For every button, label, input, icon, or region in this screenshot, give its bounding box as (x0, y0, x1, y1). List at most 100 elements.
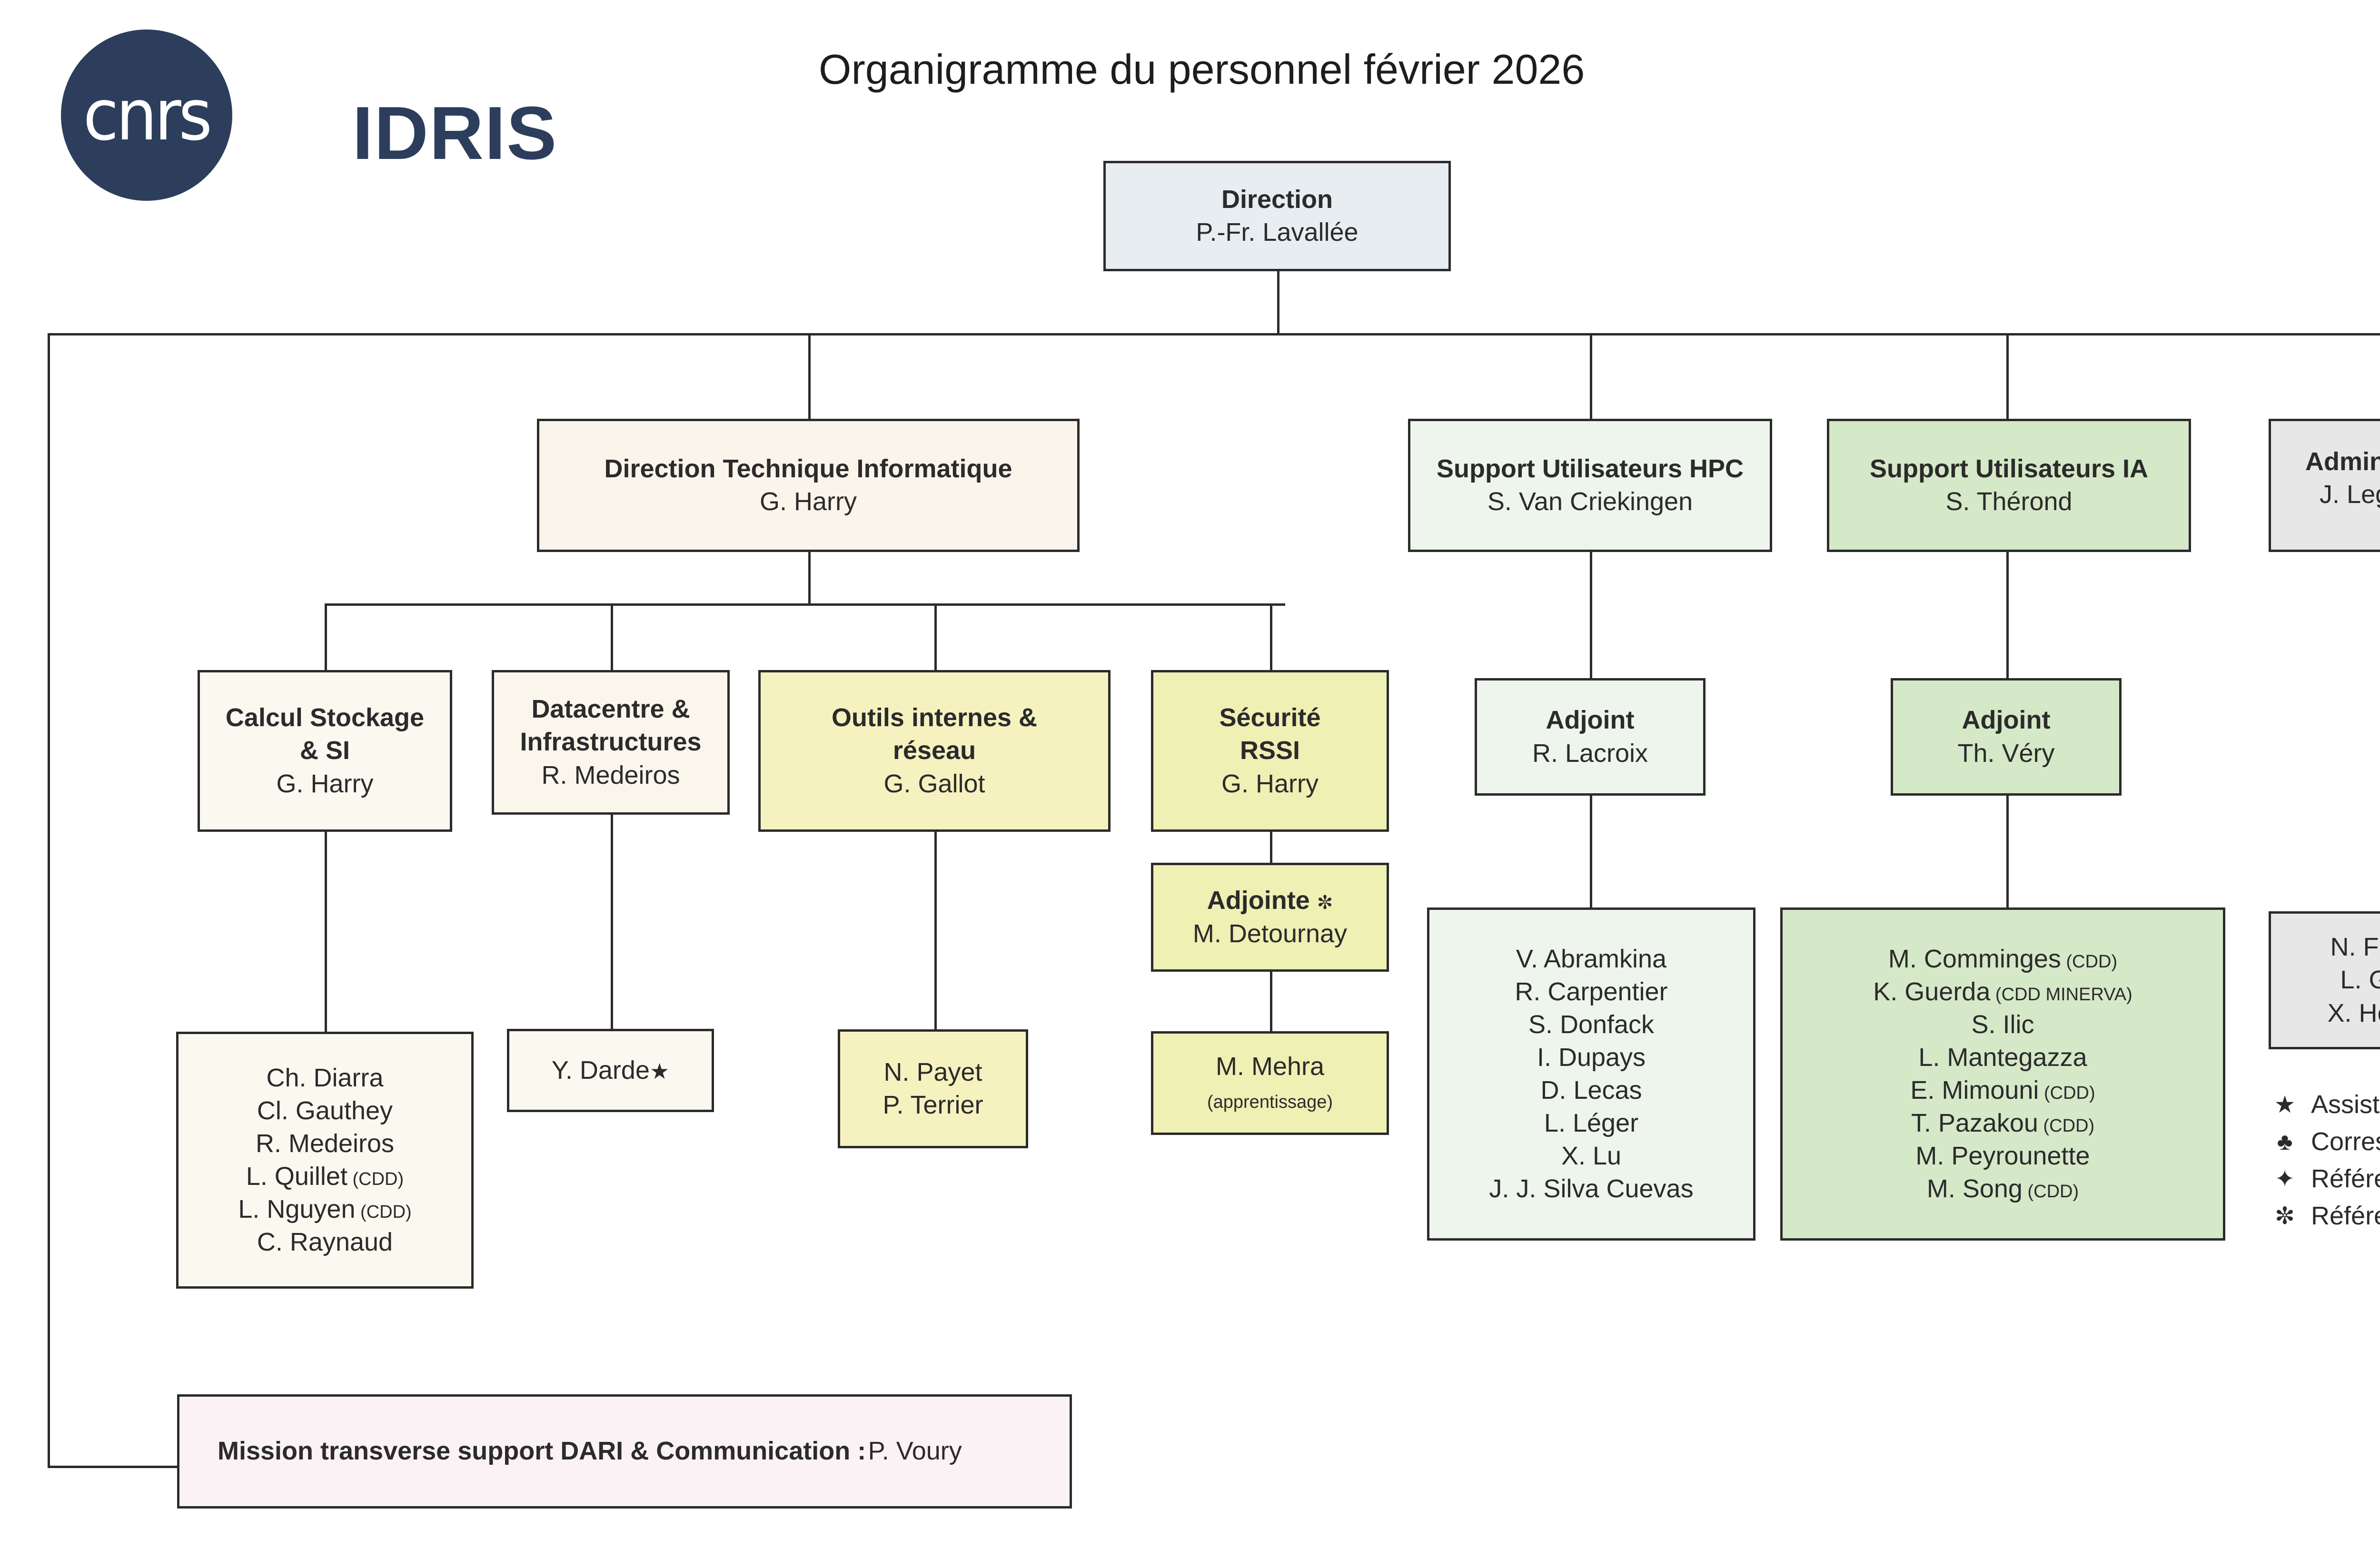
connector-left-branch-to-mission (48, 1466, 177, 1468)
legend-label: Référente parité (2311, 1164, 2380, 1193)
cnrs-ellipse-icon: cnrs (61, 30, 232, 201)
node-adjoint-ia-title: Adjoint (1962, 706, 2051, 735)
legend-row: ✼ Référentes développement durable (2268, 1201, 2380, 1231)
node-support-utilisateurs-hpc[interactable]: Support Utilisateurs HPC S. Van Crieking… (1408, 419, 1772, 552)
staff-name: M. Comminges (CDD) (1888, 944, 2118, 973)
connector-dti-bus (325, 603, 1285, 606)
connector-hpc-to-adjoint (1590, 552, 1592, 678)
flower-icon: ✼ (2275, 1203, 2295, 1229)
staff-name: M. Song (CDD) (1926, 1174, 2079, 1203)
club-icon: ♣ (2277, 1128, 2293, 1155)
staff-name: I. Dupays (1537, 1043, 1646, 1072)
connector-left-branch-vertical (48, 333, 50, 1468)
node-direction-technique-informatique[interactable]: Direction Technique Informatique G. Harr… (537, 419, 1080, 552)
star-icon: ★ (2274, 1091, 2296, 1118)
node-mission-person: P. Voury (868, 1437, 962, 1466)
node-adjointe-rssi-title-text: Adjointe (1207, 886, 1310, 915)
node-mehra[interactable]: M. Mehra (apprentissage) (1151, 1031, 1389, 1135)
staff-name: D. Lecas (1540, 1076, 1642, 1104)
node-mehra-note: (apprentissage) (1207, 1092, 1333, 1112)
node-darde-name: Y. Darde (551, 1055, 650, 1085)
diamond-icon: ✦ (2275, 1165, 2295, 1192)
node-datacentre-person: R. Medeiros (541, 760, 680, 789)
cnrs-logo-text: cnrs (83, 74, 213, 156)
node-admin-staff-list[interactable]: N. FrançoisL. GoujonX. Hermann (2269, 911, 2380, 1049)
node-adjointe-rssi[interactable]: Adjointe ✼ M. Detournay (1151, 863, 1389, 972)
legend-label: Référentes développement durable (2311, 1202, 2380, 1230)
node-direction[interactable]: Direction P.-Fr. Lavallée (1103, 161, 1451, 271)
connector-dti-to-calcul (325, 603, 327, 670)
node-support-utilisateurs-ia[interactable]: Support Utilisateurs IA S. Thérond (1827, 419, 2191, 552)
staff-name: L. Quillet (CDD) (246, 1162, 404, 1191)
node-mission-title: Mission transverse support DARI & Commun… (218, 1437, 866, 1466)
staff-name: T. Pazakou (CDD) (1911, 1109, 2095, 1138)
legend-row: ★ Assistant de prévention (2268, 1090, 2380, 1119)
node-mission-transverse[interactable]: Mission transverse support DARI & Commun… (177, 1394, 1072, 1509)
node-ia-title: Support Utilisateurs IA (1869, 454, 2149, 483)
node-ia-person: S. Thérond (1945, 487, 2073, 516)
node-datacentre-title-2: Infrastructures (520, 728, 702, 757)
node-adjoint-hpc[interactable]: Adjoint R. Lacroix (1475, 678, 1706, 796)
node-calcul-stockage-si[interactable]: Calcul Stockage & SI G. Harry (198, 670, 452, 832)
node-datacentre-infrastructures[interactable]: Datacentre & Infrastructures R. Medeiros (492, 670, 730, 815)
staff-name: K. Guerda (CDD MINERVA) (1873, 977, 2132, 1006)
staff-name: X. Hermann (2327, 998, 2380, 1027)
node-direction-person: P.-Fr. Lavallée (1196, 218, 1359, 247)
node-securite-title-2: RSSI (1240, 736, 1300, 765)
connector-dti-to-securite (1270, 603, 1272, 670)
node-outils-internes-reseau[interactable]: Outils internes & réseau G. Gallot (758, 670, 1111, 832)
connector-adjointe-to-mehra (1270, 972, 1272, 1031)
node-ia-staff-list[interactable]: M. Comminges (CDD) K. Guerda (CDD MINERVA… (1780, 907, 2225, 1241)
connector-calcul-to-staff (325, 832, 327, 1032)
connector-securite-to-adjointe (1270, 832, 1272, 863)
node-adjointe-rssi-person: M. Detournay (1192, 919, 1348, 948)
connector-adjointhpc-to-staff (1590, 796, 1592, 907)
node-securite-rssi[interactable]: Sécurité RSSI G. Harry (1151, 670, 1389, 832)
node-admin-person: J. Legrand✦✼♣ (2320, 478, 2380, 525)
staff-name: M. Peyrounette (1915, 1142, 2090, 1171)
node-hpc-person: S. Van Criekingen (1487, 487, 1693, 516)
node-dti-person: G. Harry (759, 487, 857, 516)
connector-datacentre-to-darde (611, 815, 613, 1029)
connector-ia-to-adjoint (2006, 552, 2009, 678)
staff-name: V. Abramkina (1516, 944, 1667, 973)
node-securite-title-1: Sécurité (1219, 703, 1321, 732)
legend-label: Correspondante formation (2311, 1127, 2380, 1156)
connector-dti-to-outils (934, 603, 937, 670)
staff-name: J. J. Silva Cuevas (1489, 1174, 1694, 1203)
page-title: Organigramme du personnel février 2026 (819, 46, 1585, 93)
star-icon: ★ (649, 1058, 670, 1084)
node-darde[interactable]: Y. Darde★ (507, 1029, 714, 1112)
legend-label: Assistant de prévention (2311, 1090, 2380, 1119)
staff-name: R. Carpentier (1515, 977, 1668, 1006)
connector-bus-to-hpc (1590, 333, 1592, 419)
node-adjoint-ia[interactable]: Adjoint Th. Véry (1891, 678, 2122, 796)
staff-name: N. Payet (883, 1057, 982, 1086)
staff-name: Cl. Gauthey (257, 1096, 393, 1125)
node-admin-title: Administration (2305, 447, 2380, 476)
node-darde-person: Y. Darde★ (552, 1054, 669, 1087)
staff-name: C. Raynaud (257, 1228, 393, 1257)
staff-name: Ch. Diarra (266, 1063, 384, 1092)
staff-name: S. Donfack (1528, 1010, 1655, 1039)
node-hpc-staff-list[interactable]: V. Abramkina R. Carpentier S. Donfack I. Du… (1427, 907, 1755, 1241)
legend-row: ♣ Correspondante formation (2268, 1127, 2380, 1156)
node-outils-person: G. Gallot (883, 769, 985, 798)
staff-name: X. Lu (1561, 1142, 1622, 1171)
node-adjointe-rssi-title: Adjointe ✼ (1207, 884, 1333, 917)
staff-name: N. François (2330, 933, 2380, 962)
node-dti-title: Direction Technique Informatique (604, 454, 1012, 483)
connector-direction-to-bus (1277, 271, 1279, 334)
node-mehra-name: M. Mehra (1215, 1052, 1325, 1081)
node-admin-person-name: J. Legrand (2320, 480, 2380, 509)
staff-name: R. Medeiros (255, 1129, 395, 1158)
idris-wordmark: IDRIS (352, 91, 558, 175)
node-mission-text: Mission transverse support DARI & Commun… (218, 1435, 962, 1468)
connector-main-bus (48, 333, 2380, 335)
legend: ★ Assistant de prévention ♣ Correspondante … (2268, 1090, 2380, 1238)
node-administration[interactable]: Administration J. Legrand✦✼♣ (2269, 419, 2380, 552)
node-hpc-title: Support Utilisateurs HPC (1436, 454, 1744, 483)
staff-name: S. Ilic (1971, 1010, 2034, 1039)
